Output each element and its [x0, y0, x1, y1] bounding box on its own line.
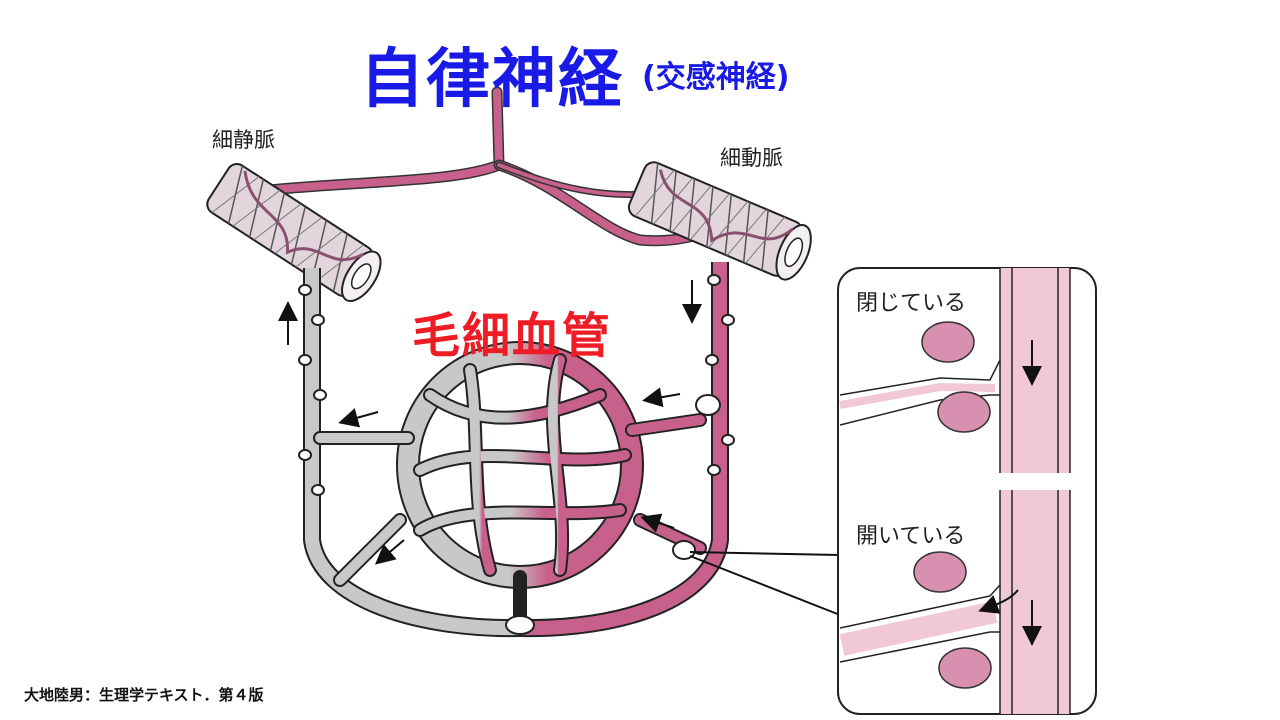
venule-vessel	[206, 163, 382, 302]
detail-inset-panel	[837, 267, 1097, 715]
venule-label: 細静脈	[212, 128, 275, 152]
capillary-label: 毛細血管	[412, 308, 613, 364]
open-sphincter-detail	[839, 490, 1071, 714]
venule-branch	[303, 268, 521, 638]
open-state-label: 開いている	[856, 524, 966, 549]
page-title: 自律神経	[360, 43, 624, 117]
capillary-network	[313, 341, 707, 632]
closed-state-label: 閉じている	[856, 291, 967, 316]
callout-lines	[689, 551, 841, 616]
arteriole-vessel	[627, 161, 812, 281]
arteriole-label: 細動脈	[720, 146, 783, 170]
precapillary-sphincters	[298, 274, 735, 635]
flow-arrows	[278, 280, 702, 565]
closed-sphincter-detail	[839, 268, 1071, 473]
citation: 大地陸男：生理学テキスト．第４版	[24, 686, 264, 704]
page-subtitle: (交感神経)	[642, 60, 790, 95]
